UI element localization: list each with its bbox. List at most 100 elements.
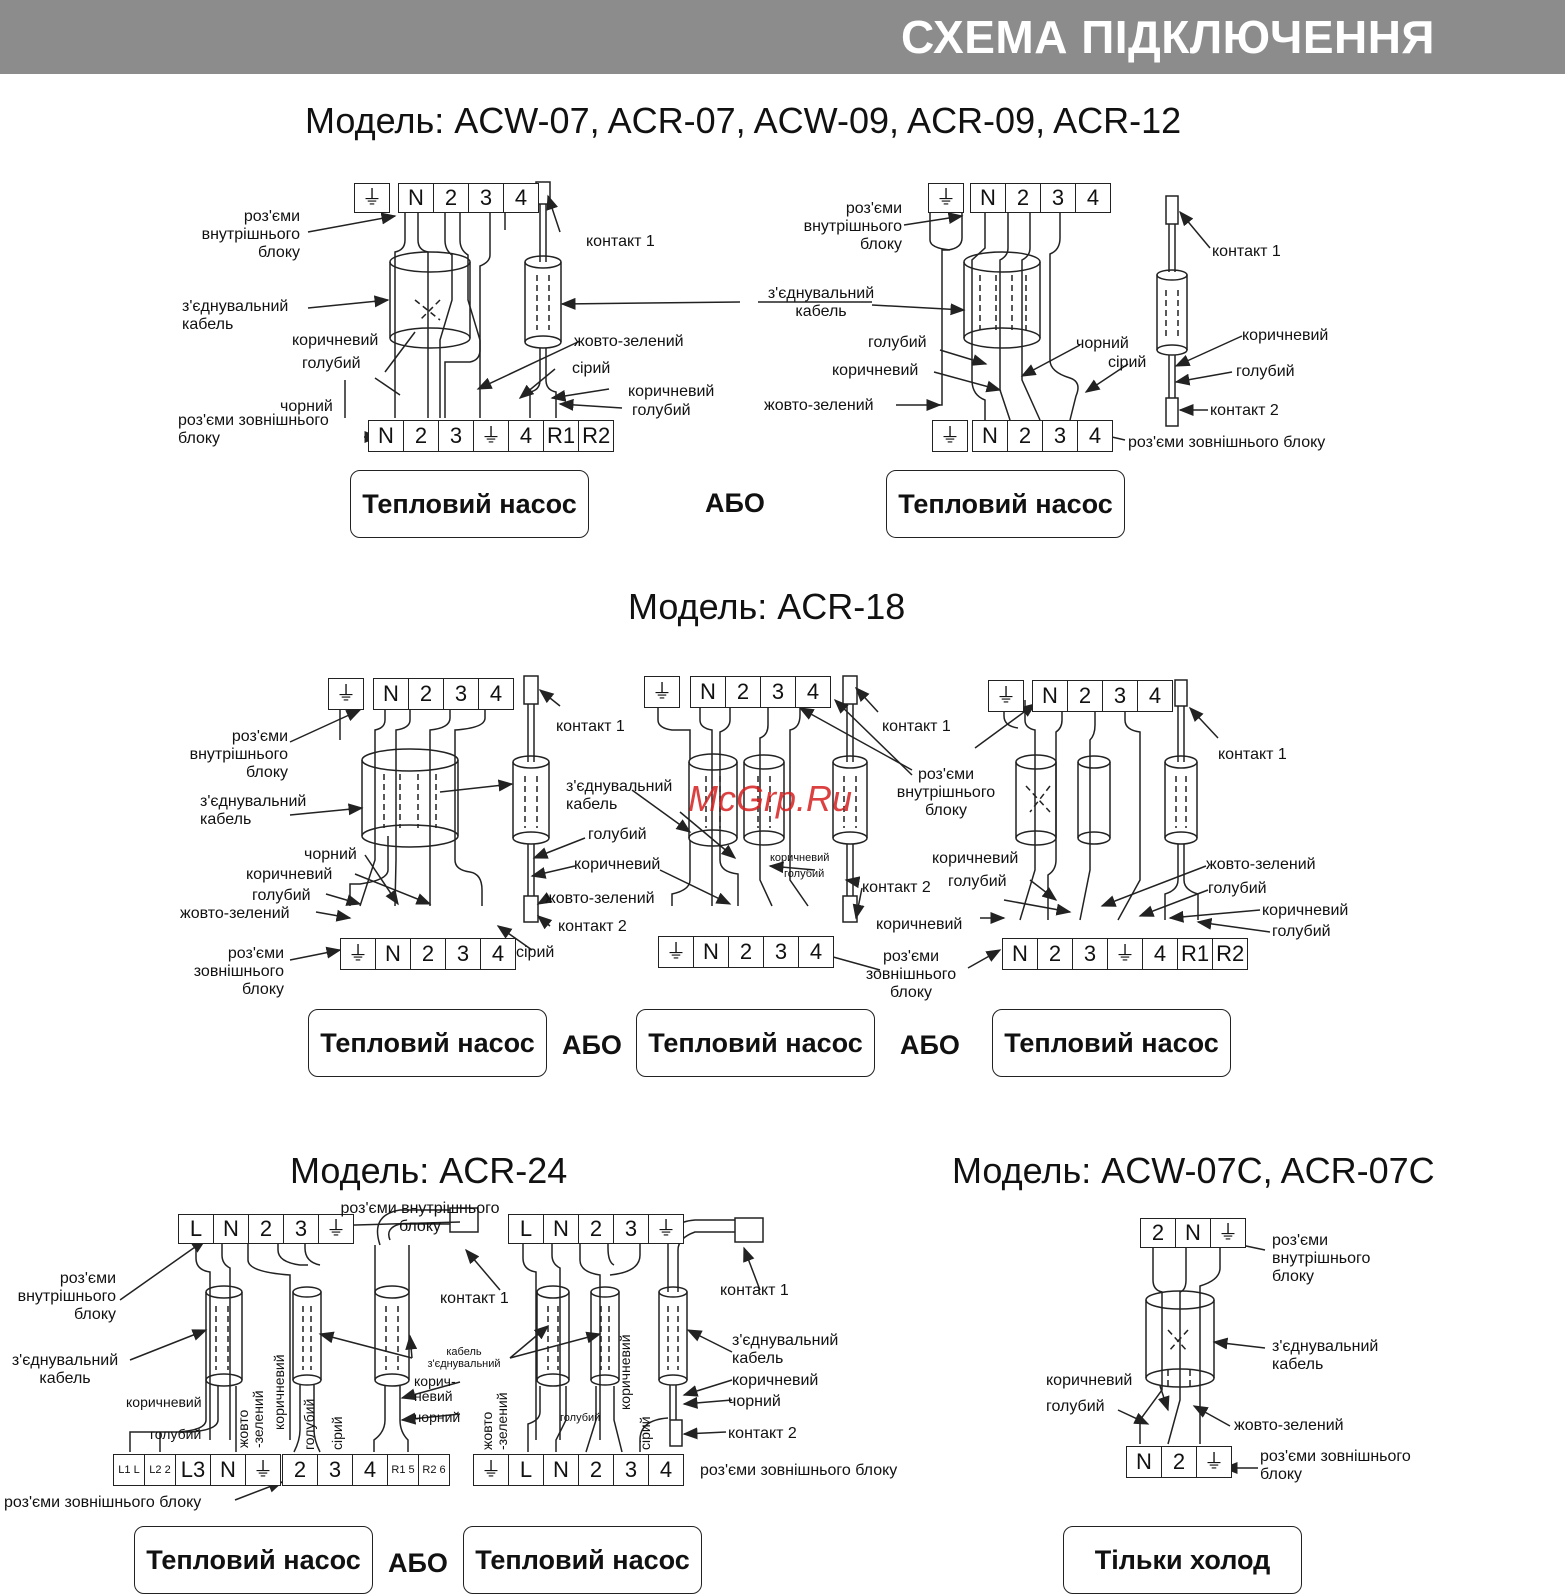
s1-d2-label-brown: коричневий	[832, 362, 919, 379]
s4-d1-label-brown: коричневий	[1046, 1372, 1133, 1389]
terminal-cell: L2 2	[145, 1455, 176, 1485]
terminal-cell: 2	[1006, 184, 1041, 212]
terminal-cell: 2	[411, 939, 446, 969]
s3-d2-label-blue-small: голубий	[560, 1412, 601, 1424]
s3-d1-outdoor-terminal-b: 2 3 4 R1 5 R2 6	[282, 1454, 450, 1486]
terminal-cell: N	[211, 1455, 246, 1485]
terminal-cell: 3	[1043, 421, 1078, 451]
s2-d1-label-grey: сірий	[516, 944, 555, 961]
terminal-cell: 2	[1162, 1447, 1197, 1477]
s2-d3-indoor-ground: ⏚	[988, 680, 1024, 712]
terminal-cell: 2	[729, 937, 764, 967]
s3-d1-heat-pump-box: Тепловий насос	[134, 1526, 373, 1594]
terminal-cell: 4	[509, 421, 544, 451]
s2-d2-wires	[631, 675, 913, 971]
s2-d3-outdoor-terminal: N 2 3 ⏚ 4 R1 R2	[1002, 938, 1249, 970]
s3-d2-label-black: чорний	[728, 1393, 781, 1410]
terminal-cell: 2	[579, 1215, 614, 1243]
terminal-cell: N	[1033, 681, 1068, 711]
s1-d1-label-contact1: контакт 1	[586, 233, 655, 250]
s4-d1-indoor-terminal: 2 N ⏚	[1140, 1218, 1246, 1248]
s2-d2-label-contact2: контакт 2	[862, 879, 931, 896]
terminal-cell: L3	[176, 1455, 211, 1485]
terminal-cell: 2	[283, 1455, 318, 1485]
terminal-cell: 4	[1148, 683, 1162, 708]
s2-d1-indoor-ground: ⏚	[328, 678, 364, 710]
s3-or-label: АБО	[388, 1548, 448, 1578]
s3-d2-label-brown: коричневий	[732, 1372, 819, 1389]
s3-d2-outdoor-ground: ⏚	[473, 1454, 509, 1486]
s3-d1-label-blue-vertical: голубий	[301, 1398, 317, 1450]
s4-d1-label-yellow-green: жовто-зелений	[1234, 1417, 1344, 1434]
s1-d2-outdoor-terminal: N 2 3 4	[972, 420, 1113, 452]
terminal-cell: 2	[1008, 421, 1043, 451]
s4-d1-outdoor-terminal: N 2 ⏚	[1126, 1446, 1232, 1478]
terminal-cell: 4	[809, 939, 823, 964]
s2-d1-label-contact2: контакт 2	[558, 918, 627, 935]
s1-d2-label-blue2: голубий	[1236, 363, 1295, 380]
ground-icon: ⏚	[481, 1459, 501, 1481]
s2-d3-label-blue2: голубий	[1208, 880, 1267, 897]
s2-or-label-2: АБО	[900, 1030, 960, 1060]
terminal-cell: 2	[1068, 681, 1103, 711]
s2-d3-label-brown3: коричневий	[1262, 902, 1349, 919]
s3-d1-label-brown: коричневий	[126, 1394, 202, 1410]
terminal-cell: N	[376, 939, 411, 969]
s3-d2-label-contact1: контакт 1	[720, 1282, 789, 1299]
s3-d2-label-brown-vertical: коричневий	[617, 1334, 633, 1410]
terminal-cell: R1	[544, 421, 580, 451]
s2-d2-indoor-ground: ⏚	[644, 676, 680, 708]
terminal-cell: 2	[404, 421, 439, 451]
terminal-cell: 2	[1141, 1219, 1176, 1247]
s4-d1-label-outdoor: роз'єми зовнішнього блоку	[1260, 1448, 1411, 1483]
s3-d2-indoor-terminal: L N 2 3 ⏚	[508, 1214, 684, 1244]
terminal-cell: 4	[489, 681, 503, 706]
ground-icon: ⏚	[659, 937, 694, 967]
s1-d2-label-yellow-green: жовто-зелений	[764, 397, 874, 414]
s2-d1-label-brown2: коричневий	[574, 856, 661, 873]
s1-d2-label-cable: з'єднувальний кабель	[767, 285, 875, 320]
s1-d1-wires	[307, 181, 741, 443]
s3-model-title: Модель: ACR-24	[290, 1150, 568, 1191]
s2-d1-indoor-terminal: N 2 3 4	[373, 678, 514, 710]
s3-d1-label-outdoor: роз'єми зовнішнього блоку	[4, 1494, 202, 1511]
terminal-cell: 2	[1038, 939, 1073, 969]
s2-d2-heat-pump-box: Тепловий насос	[636, 1009, 875, 1077]
terminal-cell: 2	[726, 677, 761, 707]
terminal-cell: 3	[444, 679, 479, 709]
s1-d2-heat-pump-box: Тепловий насос	[886, 470, 1125, 538]
s1-d2-label-contact1: контакт 1	[1212, 243, 1281, 260]
s1-model-title: Модель: ACW-07, ACR-07, ACW-09, ACR-09, …	[305, 100, 1182, 141]
s2-d2-label-cable: з'єднувальний кабель	[566, 778, 673, 813]
terminal-cell: 2	[579, 1455, 614, 1485]
s3-d1-label-contact1: контакт 1	[440, 1290, 509, 1307]
terminal-cell: R2 6	[422, 1463, 446, 1476]
s1-d1-label-brown2: коричневий	[628, 383, 715, 400]
s2-d1-label-cable: з'єднувальний кабель	[200, 793, 307, 828]
s3-d1-label-yellow-green-vertical: жовто -зелений	[235, 1390, 266, 1448]
s2-d3-label-contact1: контакт 1	[1218, 746, 1287, 763]
s2-model-title: Модель: ACR-18	[628, 586, 906, 627]
s3-d2-label-cable: з'єднувальний кабель	[732, 1332, 839, 1367]
s4-d1-label-indoor: роз'єми внутрішнього блоку	[1272, 1232, 1371, 1285]
terminal-cell: 3	[1103, 681, 1138, 711]
ground-icon: ⏚	[336, 683, 356, 705]
s1-d1-label-brown: коричневий	[292, 332, 379, 349]
s3-d2-wires	[509, 1217, 764, 1476]
s2-d3-label-brown: коричневий	[932, 850, 1019, 867]
ground-icon: ⏚	[652, 681, 672, 703]
s3-d2-label-contact2: контакт 2	[728, 1425, 797, 1442]
s3-d2-label-grey-vertical: сірий	[637, 1416, 653, 1450]
s2-d1-outdoor-terminal: ⏚ N 2 3 4	[340, 938, 516, 970]
terminal-cell: 3	[614, 1455, 649, 1485]
ground-icon: ⏚	[996, 685, 1016, 707]
s4-d1-label-blue: голубий	[1046, 1398, 1105, 1415]
s3-d1-label-brown-short: корич- невий	[414, 1373, 456, 1404]
s2-d3-heat-pump-box: Тепловий насос	[992, 1009, 1231, 1077]
s1-or-label: АБО	[705, 488, 765, 518]
s1-d2-label-outdoor: роз'єми зовнішнього блоку	[1128, 434, 1326, 451]
s2-d2-label-blue-small: голубий	[784, 868, 825, 880]
s4-d1-label-cable: з'єднувальний кабель	[1272, 1338, 1379, 1373]
s3-d1-label-indoor-top: роз'єми внутрішнього блоку	[340, 1200, 500, 1235]
